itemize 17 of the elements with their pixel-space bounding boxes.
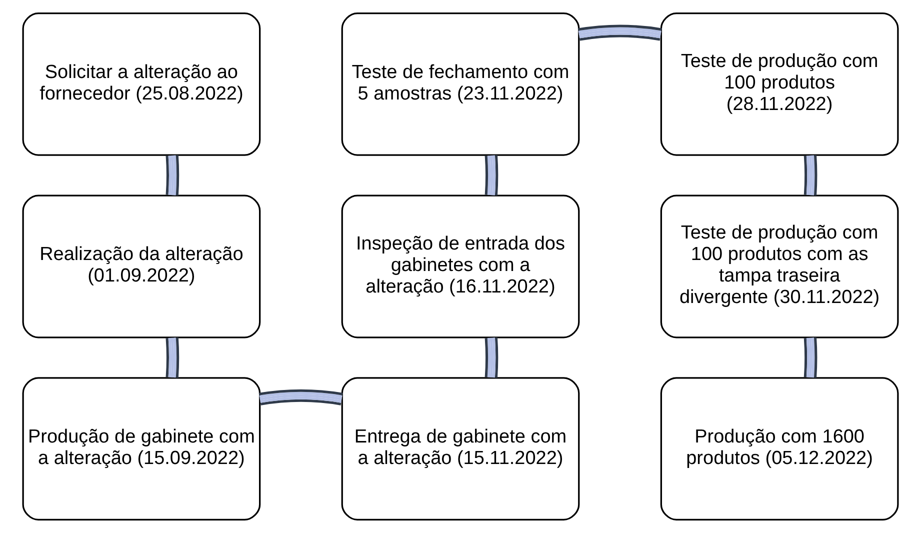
node-box: Teste de fechamento com 5 amostras (23.11.2022)	[340, 12, 580, 156]
node-box: Produção de gabinete com a alteração (15.09.2022)	[22, 377, 260, 521]
connector	[484, 337, 498, 378]
connector	[803, 155, 817, 196]
connector	[258, 389, 342, 406]
node-box: Produção com 1600 produtos (05.12.2022)	[660, 377, 898, 521]
connector	[165, 155, 179, 196]
connector	[484, 155, 498, 196]
node-box: Teste de produção com 100 produtos (28.11.2022)	[660, 12, 898, 156]
node-box: Teste de produção com 100 produtos com as tampa traseira divergente (30.11.2022)	[660, 194, 898, 338]
connector	[577, 24, 662, 41]
node-box: Entrega de gabinete com a alteração (15.11.2022)	[340, 377, 580, 521]
node-box: Realização da alteração (01.09.2022)	[22, 194, 260, 338]
node-box: Solicitar a alteração ao fornecedor (25.08.2022)	[22, 12, 260, 156]
connector	[803, 337, 817, 378]
connector	[165, 337, 179, 378]
node-box: Inspeção de entrada dos gabinetes com a alteração (16.11.2022)	[340, 194, 580, 338]
